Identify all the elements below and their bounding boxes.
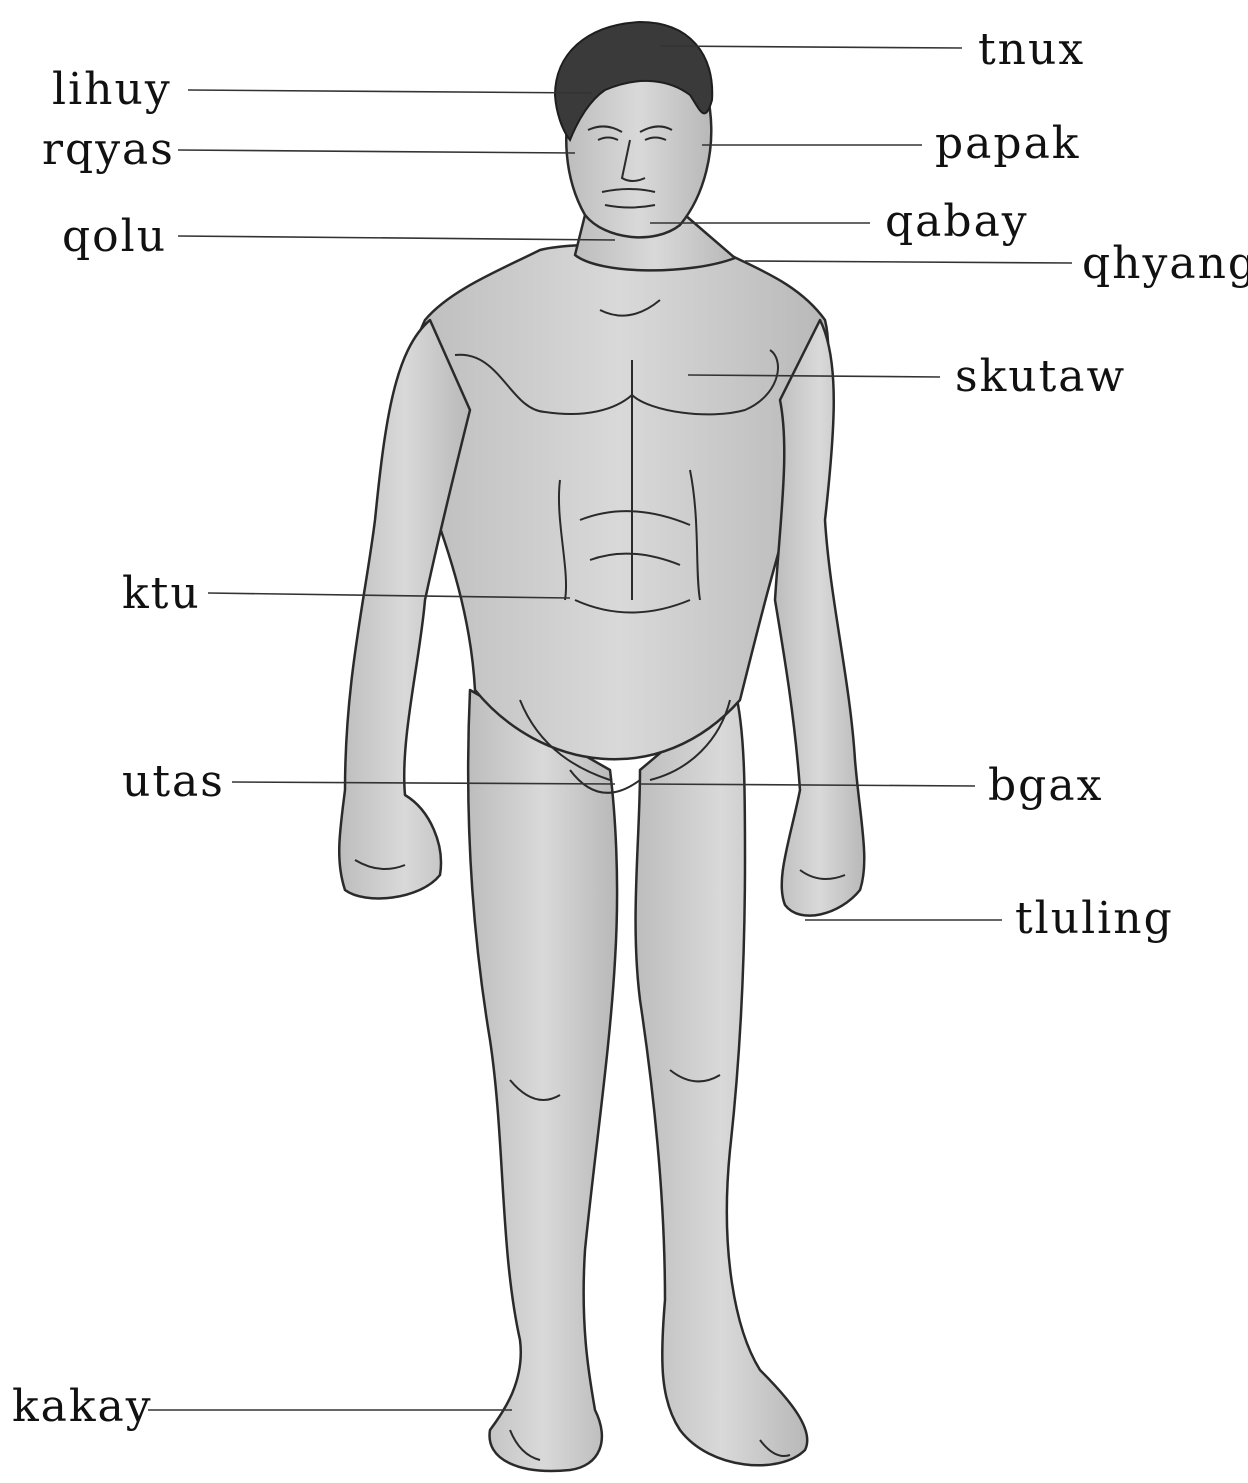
label-ktu: ktu (122, 572, 201, 616)
label-qolu: qolu (62, 215, 167, 259)
pointer-line-lihuy (188, 90, 592, 93)
left-leg (468, 690, 617, 1471)
pointer-line-rqyas (178, 150, 575, 153)
right-leg (636, 690, 808, 1465)
label-qhyang: qhyang (1082, 242, 1248, 286)
label-tluling: tluling (1015, 897, 1174, 941)
label-utas: utas (122, 760, 225, 804)
torso (411, 245, 828, 760)
label-papak: papak (935, 122, 1080, 166)
label-bgax: bgax (988, 764, 1103, 808)
pointer-line-tnux (660, 46, 962, 48)
figure-body (339, 32, 864, 1471)
label-skutaw: skutaw (955, 355, 1126, 399)
label-kakay: kakay (12, 1385, 153, 1429)
label-rqyas: rqyas (42, 128, 175, 172)
pointer-line-qhyang (745, 261, 1072, 263)
label-qabay: qabay (885, 200, 1029, 244)
label-lihuy: lihuy (52, 68, 172, 112)
right-arm (775, 320, 864, 916)
pointer-line-qolu (178, 236, 615, 240)
label-tnux: tnux (978, 28, 1085, 72)
left-arm (339, 320, 470, 898)
